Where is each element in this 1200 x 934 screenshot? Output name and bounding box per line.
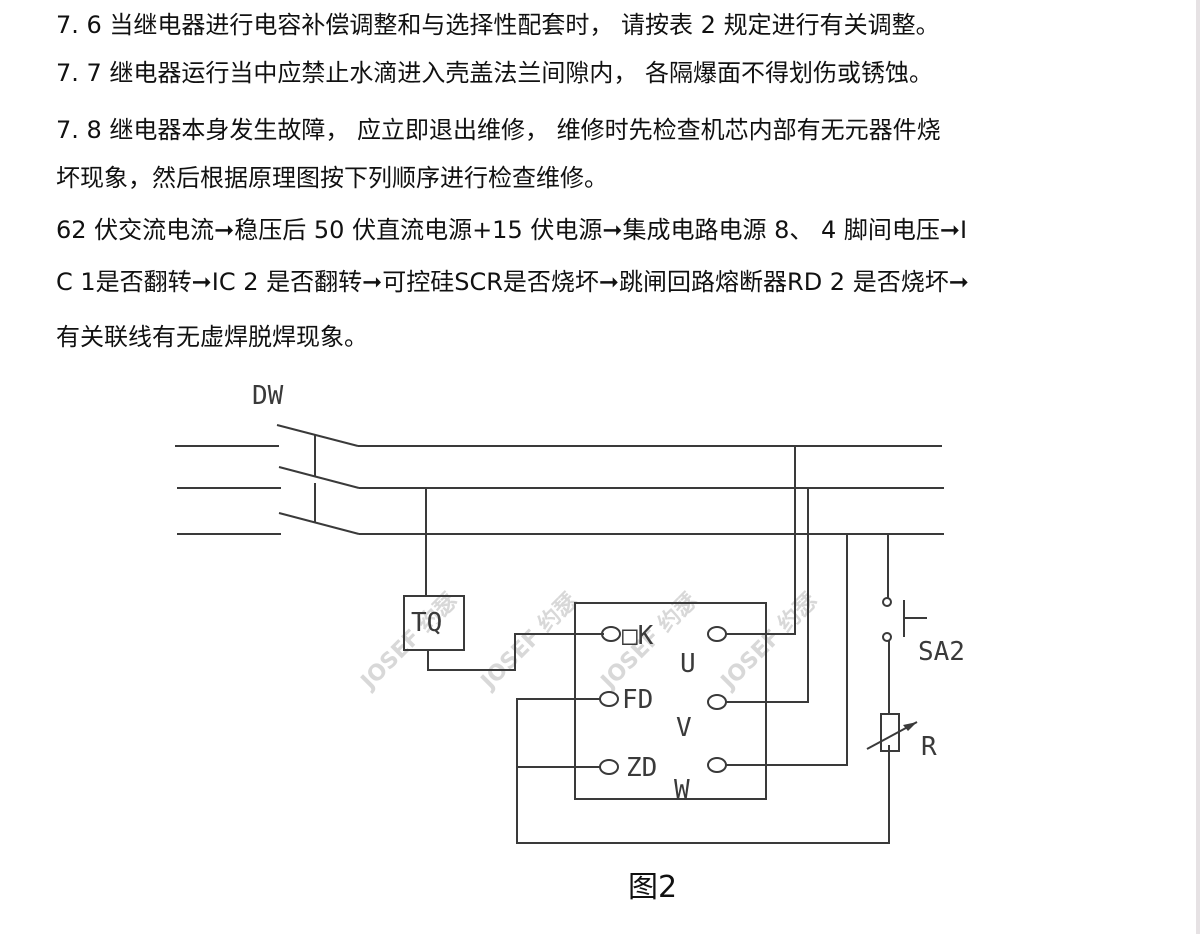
breaker-label: DW (252, 381, 284, 411)
paragraph-7-8-line-2: 坏现象，然后根据原理图按下列顺序进行检查维修。 (56, 164, 608, 192)
control-loop-wires (516, 698, 890, 844)
watermark: JOSEF 约瑟 (474, 588, 582, 696)
phase-v-label: V (676, 713, 692, 743)
check-sequence-line-2: C 1是否翻转➞IC 2 是否翻转➞可控硅SCR是否烧坏➞跳闸回路熔断器RD 2… (56, 268, 969, 296)
watermark: JOSEF 约瑟 (354, 588, 462, 696)
phase-u-label: U (680, 649, 696, 679)
breaker-dw-symbol (276, 424, 360, 535)
terminal-fd-label: FD (622, 685, 653, 715)
phase-feeder-wires (726, 446, 848, 766)
wiring-diagram: JOSEF 约瑟 JOSEF 约瑟 JOSEF 约瑟 JOSEF 约瑟 DW T… (175, 381, 965, 844)
watermarks: JOSEF 约瑟 JOSEF 约瑟 JOSEF 约瑟 JOSEF 约瑟 (354, 588, 822, 696)
phase-w-label: W (674, 775, 690, 805)
switch-label: SA2 (918, 637, 965, 667)
paragraph-7-6: 7. 6 当继电器进行电容补偿调整和与选择性配套时， 请按表 2 规定进行有关调… (56, 11, 940, 39)
watermark: JOSEF 约瑟 (714, 588, 822, 696)
switch-sa2: SA2 (882, 534, 965, 714)
check-sequence-line-1: 62 伏交流电流➞稳压后 50 伏直流电源+15 伏电源➞集成电路电源 8、 4… (56, 216, 968, 244)
figure-caption: 图2 (628, 870, 678, 905)
trip-coil-tq: TQ (403, 488, 604, 671)
paragraph-7-8-line-1: 7. 8 继电器本身发生故障， 应立即退出维修， 维修时先检查机芯内部有无元器件… (56, 116, 941, 144)
incoming-phase-lines (175, 445, 281, 535)
page-edge-strip (1196, 0, 1200, 934)
paragraph-7-7: 7. 7 继电器运行当中应禁止水滴进入壳盖法兰间隙内， 各隔爆面不得划伤或锈蚀。 (56, 59, 934, 87)
check-sequence-line-3: 有关联线有无虚焊脱焊现象。 (56, 323, 368, 351)
terminal-qk-label: □K (622, 621, 654, 651)
bus-lines (358, 445, 944, 535)
resistor-label: R (921, 732, 937, 762)
terminal-zd-label: ZD (626, 753, 657, 783)
variable-resistor-r: R (866, 713, 937, 762)
trip-coil-label: TQ (411, 608, 442, 638)
